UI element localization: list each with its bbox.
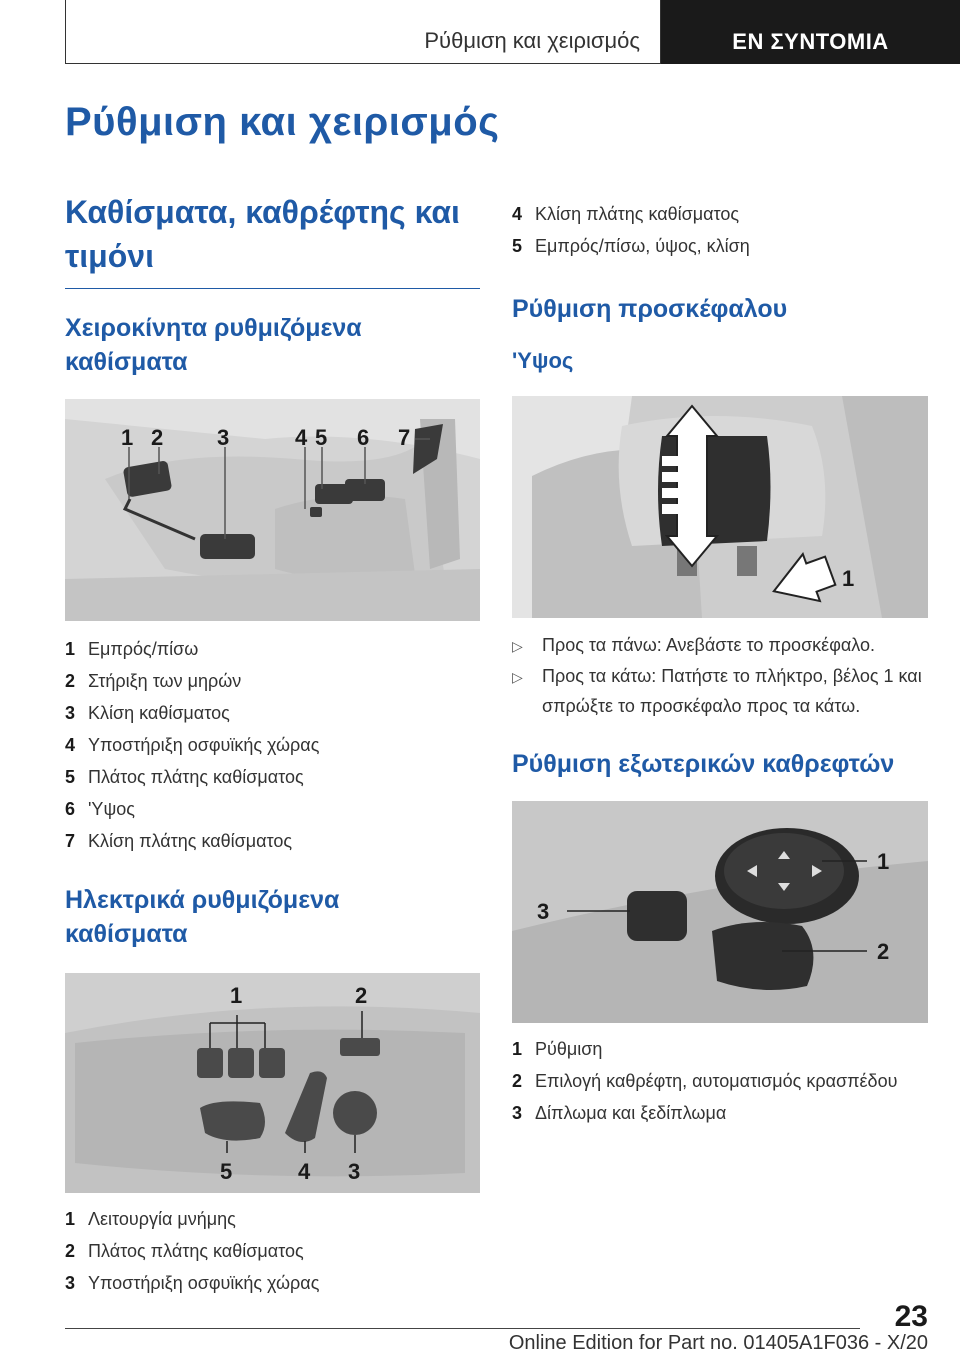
- section-heading: Καθίσματα, καθρέφτης και τιμόνι: [65, 190, 480, 289]
- figure-label: 2: [355, 983, 367, 1008]
- figure-label: 3: [348, 1159, 360, 1184]
- manual-seats-heading: Χειροκίνητα ρυθμιζόμενα καθίσματα: [65, 314, 362, 376]
- footer-divider: [65, 1328, 860, 1329]
- figure-label: 4: [298, 1159, 311, 1184]
- headrest-steps: ▷Προς τα πάνω: Ανεβάστε το προσκέφαλο. ▷…: [512, 630, 928, 721]
- page-title: Ρύθμιση και χειρισμός: [65, 100, 500, 144]
- figure-label: 6: [357, 425, 369, 450]
- figure-label: 4: [295, 425, 308, 450]
- figure-label: 2: [151, 425, 163, 450]
- figure-label: 7: [398, 425, 410, 450]
- page-number: 23: [894, 1300, 928, 1333]
- figure-label: 1: [230, 983, 242, 1008]
- footer-edition: Online Edition for Part no. 01405A1F036 …: [508, 1332, 928, 1354]
- page-header: Ρύθμιση και χειρισμός ΕΝ ΣΥΝΤΟΜΙΑ: [65, 0, 960, 64]
- mirrors-heading: Ρύθμιση εξωτερικών καθρεφτών: [512, 750, 895, 778]
- triangle-bullet-icon: ▷: [512, 638, 523, 654]
- headrest-figure: 1: [512, 396, 928, 618]
- figure-label: 2: [877, 939, 889, 964]
- figure-label: 1: [121, 425, 133, 450]
- step-item: ▷Προς τα πάνω: Ανεβάστε το προσκέφαλο.: [512, 630, 928, 661]
- mirror-figure: 1 2 3: [512, 801, 928, 1023]
- figure-label: 3: [537, 899, 549, 924]
- electric-seats-heading: Ηλεκτρικά ρυθμιζόμενα καθίσματα: [65, 886, 340, 948]
- manual-seat-figure: 1 2 3 4 5 6 7: [65, 399, 480, 621]
- headrest-heading: Ρύθμιση προσκέφαλου: [512, 295, 788, 323]
- header-section-title: Ρύθμιση και χειρισμός: [424, 28, 640, 53]
- figure-label: 5: [315, 425, 327, 450]
- header-chapter-tab[interactable]: ΕΝ ΣΥΝΤΟΜΙΑ: [661, 0, 960, 64]
- left-column: Καθίσματα, καθρέφτης και τιμόνι Χειροκίν…: [65, 190, 480, 1299]
- figure-label: 3: [217, 425, 229, 450]
- header-frame: Ρύθμιση και χειρισμός: [65, 0, 661, 64]
- triangle-bullet-icon: ▷: [512, 669, 523, 685]
- step-item: ▷Προς τα κάτω: Πατήστε το πλήκτρο, βέλος…: [512, 661, 928, 721]
- figure-label: 5: [220, 1159, 232, 1184]
- list-item: 6'Υψος: [65, 799, 135, 819]
- height-subheading: 'Υψος: [512, 348, 574, 373]
- electric-seat-figure: 1 2 5 4 3: [65, 973, 480, 1193]
- figure-label: 1: [842, 566, 854, 591]
- figure-label: 1: [877, 849, 889, 874]
